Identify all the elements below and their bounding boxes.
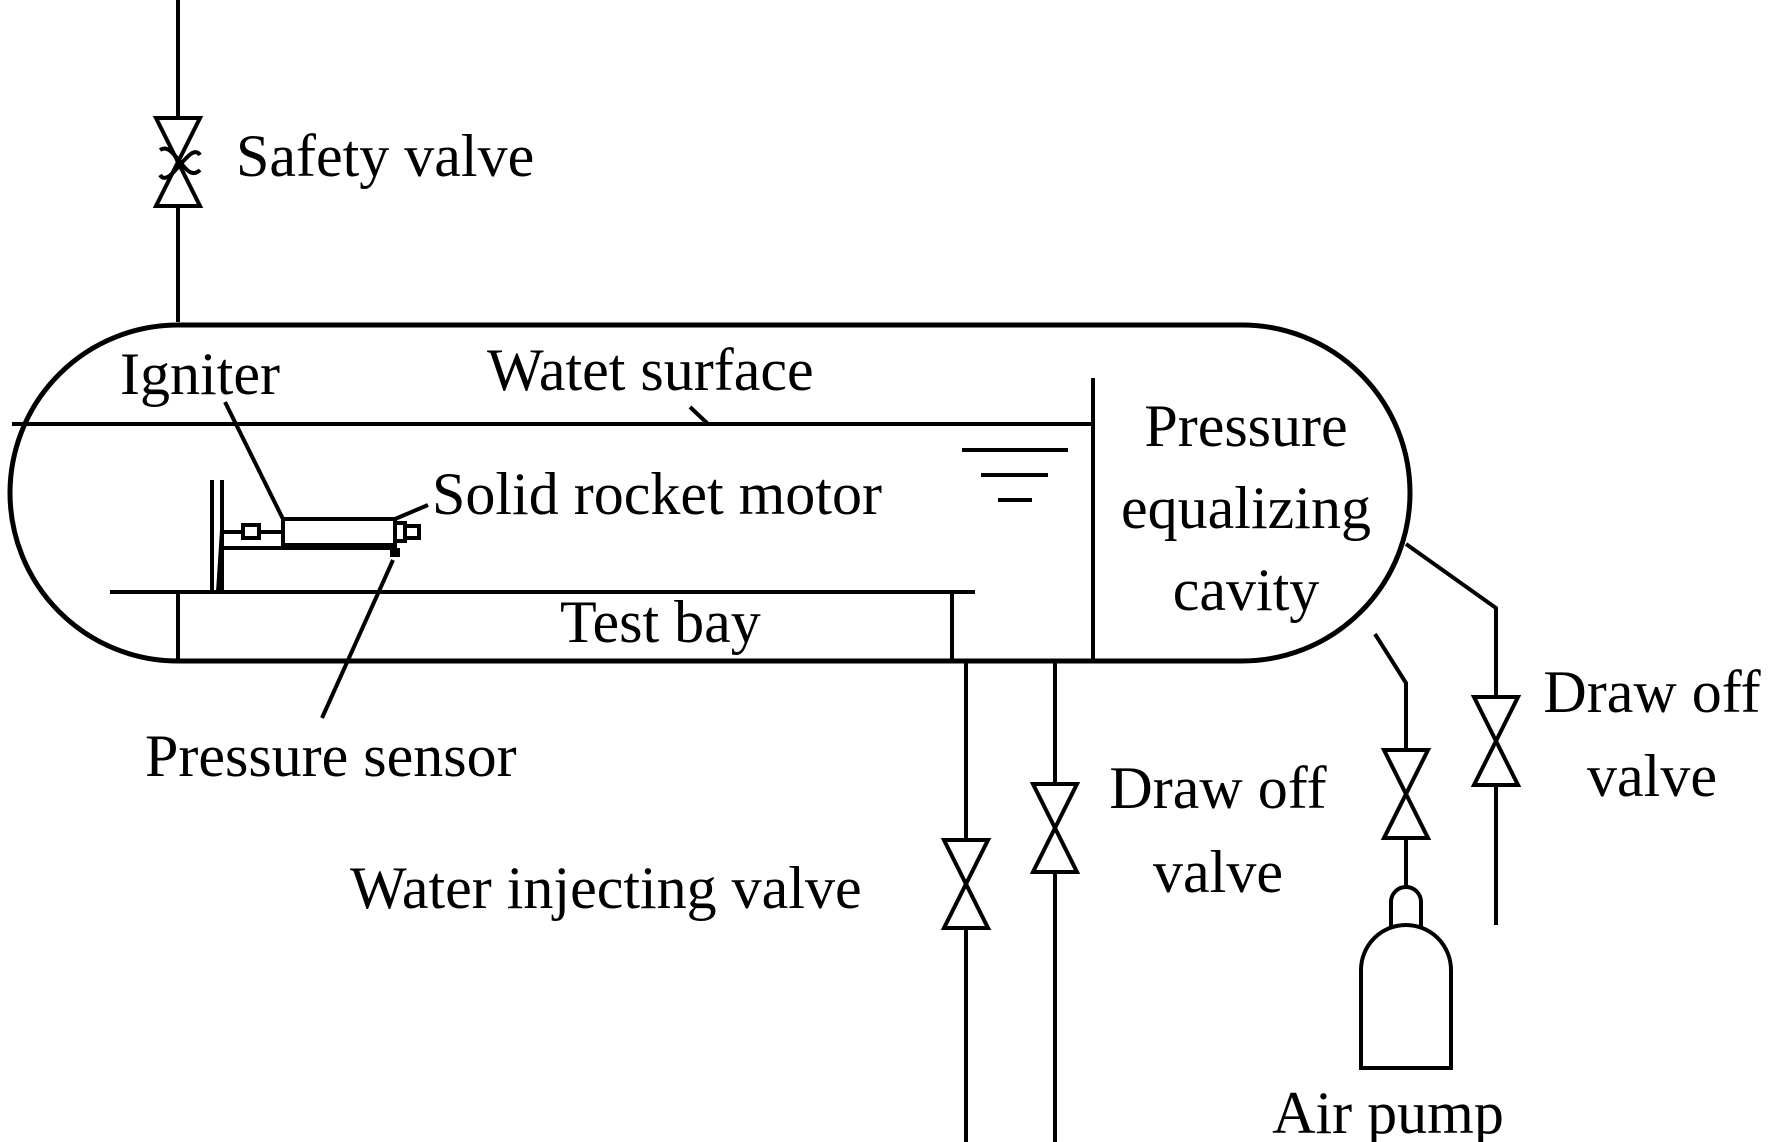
air-pump-label: Air pump: [1272, 1080, 1504, 1142]
pressure-vessel: Igniter Watet surface Solid rocket motor…: [7, 322, 1413, 719]
solid-rocket-motor-icon: [281, 517, 397, 547]
draw-off-valve-1-assembly: Draw off valve: [1029, 661, 1327, 1142]
pressure-equalizing-label-line2: equalizing: [1121, 475, 1371, 541]
pressure-sensor-label: Pressure sensor: [145, 723, 517, 789]
pressure-equalizing-label-line1: Pressure: [1144, 393, 1347, 459]
water-injecting-valve-assembly: Water injecting valve: [350, 661, 992, 1142]
draw-off-valve-1-label-line1: Draw off: [1109, 755, 1326, 821]
safety-valve-assembly: Safety valve: [152, 0, 534, 322]
air-pump-icon: [1389, 885, 1423, 929]
test-bay-label: Test bay: [560, 589, 761, 655]
safety-valve-icon: [152, 116, 204, 167]
draw-off-valve-1-label-line2: valve: [1153, 839, 1283, 905]
safety-valve-label: Safety valve: [236, 123, 534, 189]
draw-off-valve-1-icon: [1029, 782, 1081, 833]
air-pump-valve-icon: [1380, 748, 1432, 799]
draw-off-valve-2-icon: [1470, 695, 1522, 746]
draw-off-valve-2-label-line1: Draw off: [1543, 659, 1760, 725]
draw-off-valve-2-assembly: Draw off valve: [1404, 542, 1761, 925]
pressure-equalizing-label-line3: cavity: [1173, 557, 1320, 623]
draw-off-valve-2-label-line2: valve: [1587, 743, 1717, 809]
air-pump-assembly: Air pump: [1272, 632, 1504, 1142]
pressure-sensor-icon: [390, 548, 400, 557]
water-surface-label: Watet surface: [487, 337, 814, 403]
water-injecting-valve-icon: [940, 838, 992, 889]
solid-rocket-motor-label: Solid rocket motor: [432, 461, 882, 527]
igniter-label: Igniter: [120, 341, 280, 407]
safety-valve-spring-icon: [158, 146, 202, 180]
water-injecting-valve-label: Water injecting valve: [350, 855, 862, 921]
